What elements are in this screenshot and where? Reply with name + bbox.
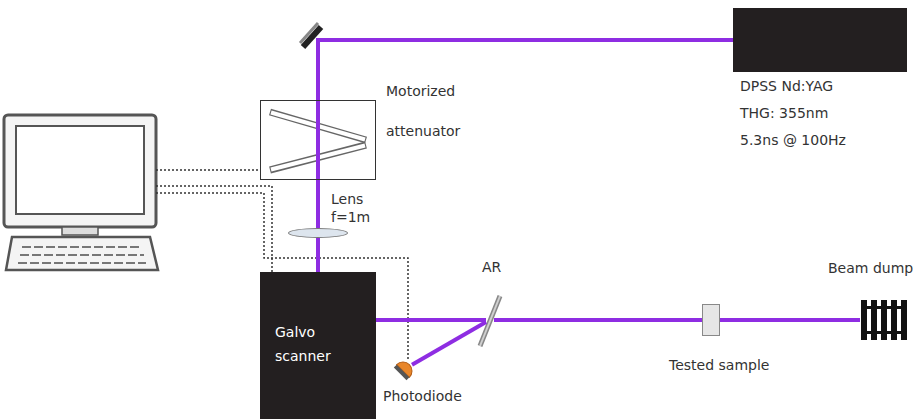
component-label: Motorized attenuator	[386, 71, 481, 151]
keyboard-keys	[18, 262, 146, 264]
laser-beam	[720, 318, 860, 322]
box-label: Galvo scanner	[275, 320, 361, 368]
keyboard-keys	[22, 246, 140, 248]
laser-spec: 5.3ns @ 100Hz	[740, 132, 846, 149]
monitor-screen	[16, 126, 144, 214]
monitor-stand	[62, 227, 98, 235]
photodiode-symbol	[394, 358, 416, 380]
keyboard-keys	[20, 254, 144, 256]
beam-dump-frame	[861, 331, 907, 334]
ar-plate-node: AR	[486, 295, 494, 348]
control-wire	[156, 186, 272, 272]
laser-beam	[318, 40, 733, 100]
photodiode-node: Photodiode	[394, 360, 412, 380]
component-label: AR	[482, 259, 501, 276]
beam-dump-node: Beam dump	[860, 300, 908, 340]
component-label: Tested sample	[669, 357, 769, 374]
laser-spec: DPSS Nd:YAG	[740, 78, 833, 95]
focal-length: f=1m	[331, 209, 370, 226]
component-label: Beam dump	[828, 260, 913, 277]
laser-beam	[376, 318, 486, 322]
component-label: Lens	[331, 191, 363, 208]
laser-beam	[494, 318, 702, 322]
monitor	[4, 115, 156, 227]
beam-dump-frame	[861, 306, 907, 309]
laser-spec: THG: 355nm	[740, 105, 828, 122]
tested-sample: Tested sample	[702, 304, 720, 336]
laser-head: DPSS Nd:YAGTHG: 355nm5.3ns @ 100Hz	[733, 8, 907, 72]
galvo-scanner-box: Galvo scanner	[260, 272, 376, 419]
laser-beam	[412, 322, 486, 365]
lens: Lensf=1m	[288, 228, 348, 238]
control-wire	[156, 169, 260, 171]
keyboard	[6, 237, 158, 270]
laser-beam	[316, 238, 320, 272]
laser-beam	[316, 100, 320, 180]
component-label: Photodiode	[383, 388, 462, 405]
laser-beam	[316, 180, 320, 228]
attenuator-box: Motorized attenuator	[260, 100, 376, 180]
photodiode-base	[394, 365, 410, 381]
